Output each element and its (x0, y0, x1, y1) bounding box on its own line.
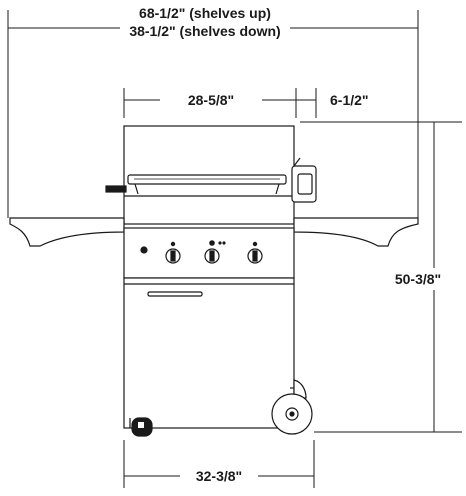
wheel-bracket (293, 379, 307, 399)
side-shelf-left (9, 217, 125, 247)
side-shelf-right (293, 217, 419, 247)
cart-width-label: 32-3/8" (196, 468, 242, 484)
cart-body (123, 277, 295, 429)
hood-width-label: 28-5/8" (188, 92, 234, 108)
ignition-button (140, 246, 148, 254)
rotisserie-motor-face (297, 173, 313, 195)
side-offset-label: 6-1/2" (330, 92, 369, 108)
wheel-right-axle (289, 411, 295, 417)
grill-illustration (9, 125, 419, 437)
caster-left-inner (138, 422, 144, 428)
hood-handle-post-right (275, 183, 280, 195)
height-label: 50-3/8" (395, 271, 441, 287)
dimension-lines (7, 10, 462, 488)
overall-width-up-label: 68-1/2" (shelves up) (139, 5, 271, 21)
burner-knob-left (165, 241, 181, 264)
burner-knob-right (247, 241, 263, 264)
rotisserie-knob-left (105, 185, 127, 193)
hood-handle-post-left (134, 183, 139, 195)
overall-width-down-label: 38-1/2" (shelves down) (129, 23, 280, 39)
burner-knob-center (204, 240, 226, 264)
rotisserie-motor-bracket (293, 157, 301, 167)
door-handle (147, 291, 203, 297)
hood-handle (127, 174, 287, 185)
